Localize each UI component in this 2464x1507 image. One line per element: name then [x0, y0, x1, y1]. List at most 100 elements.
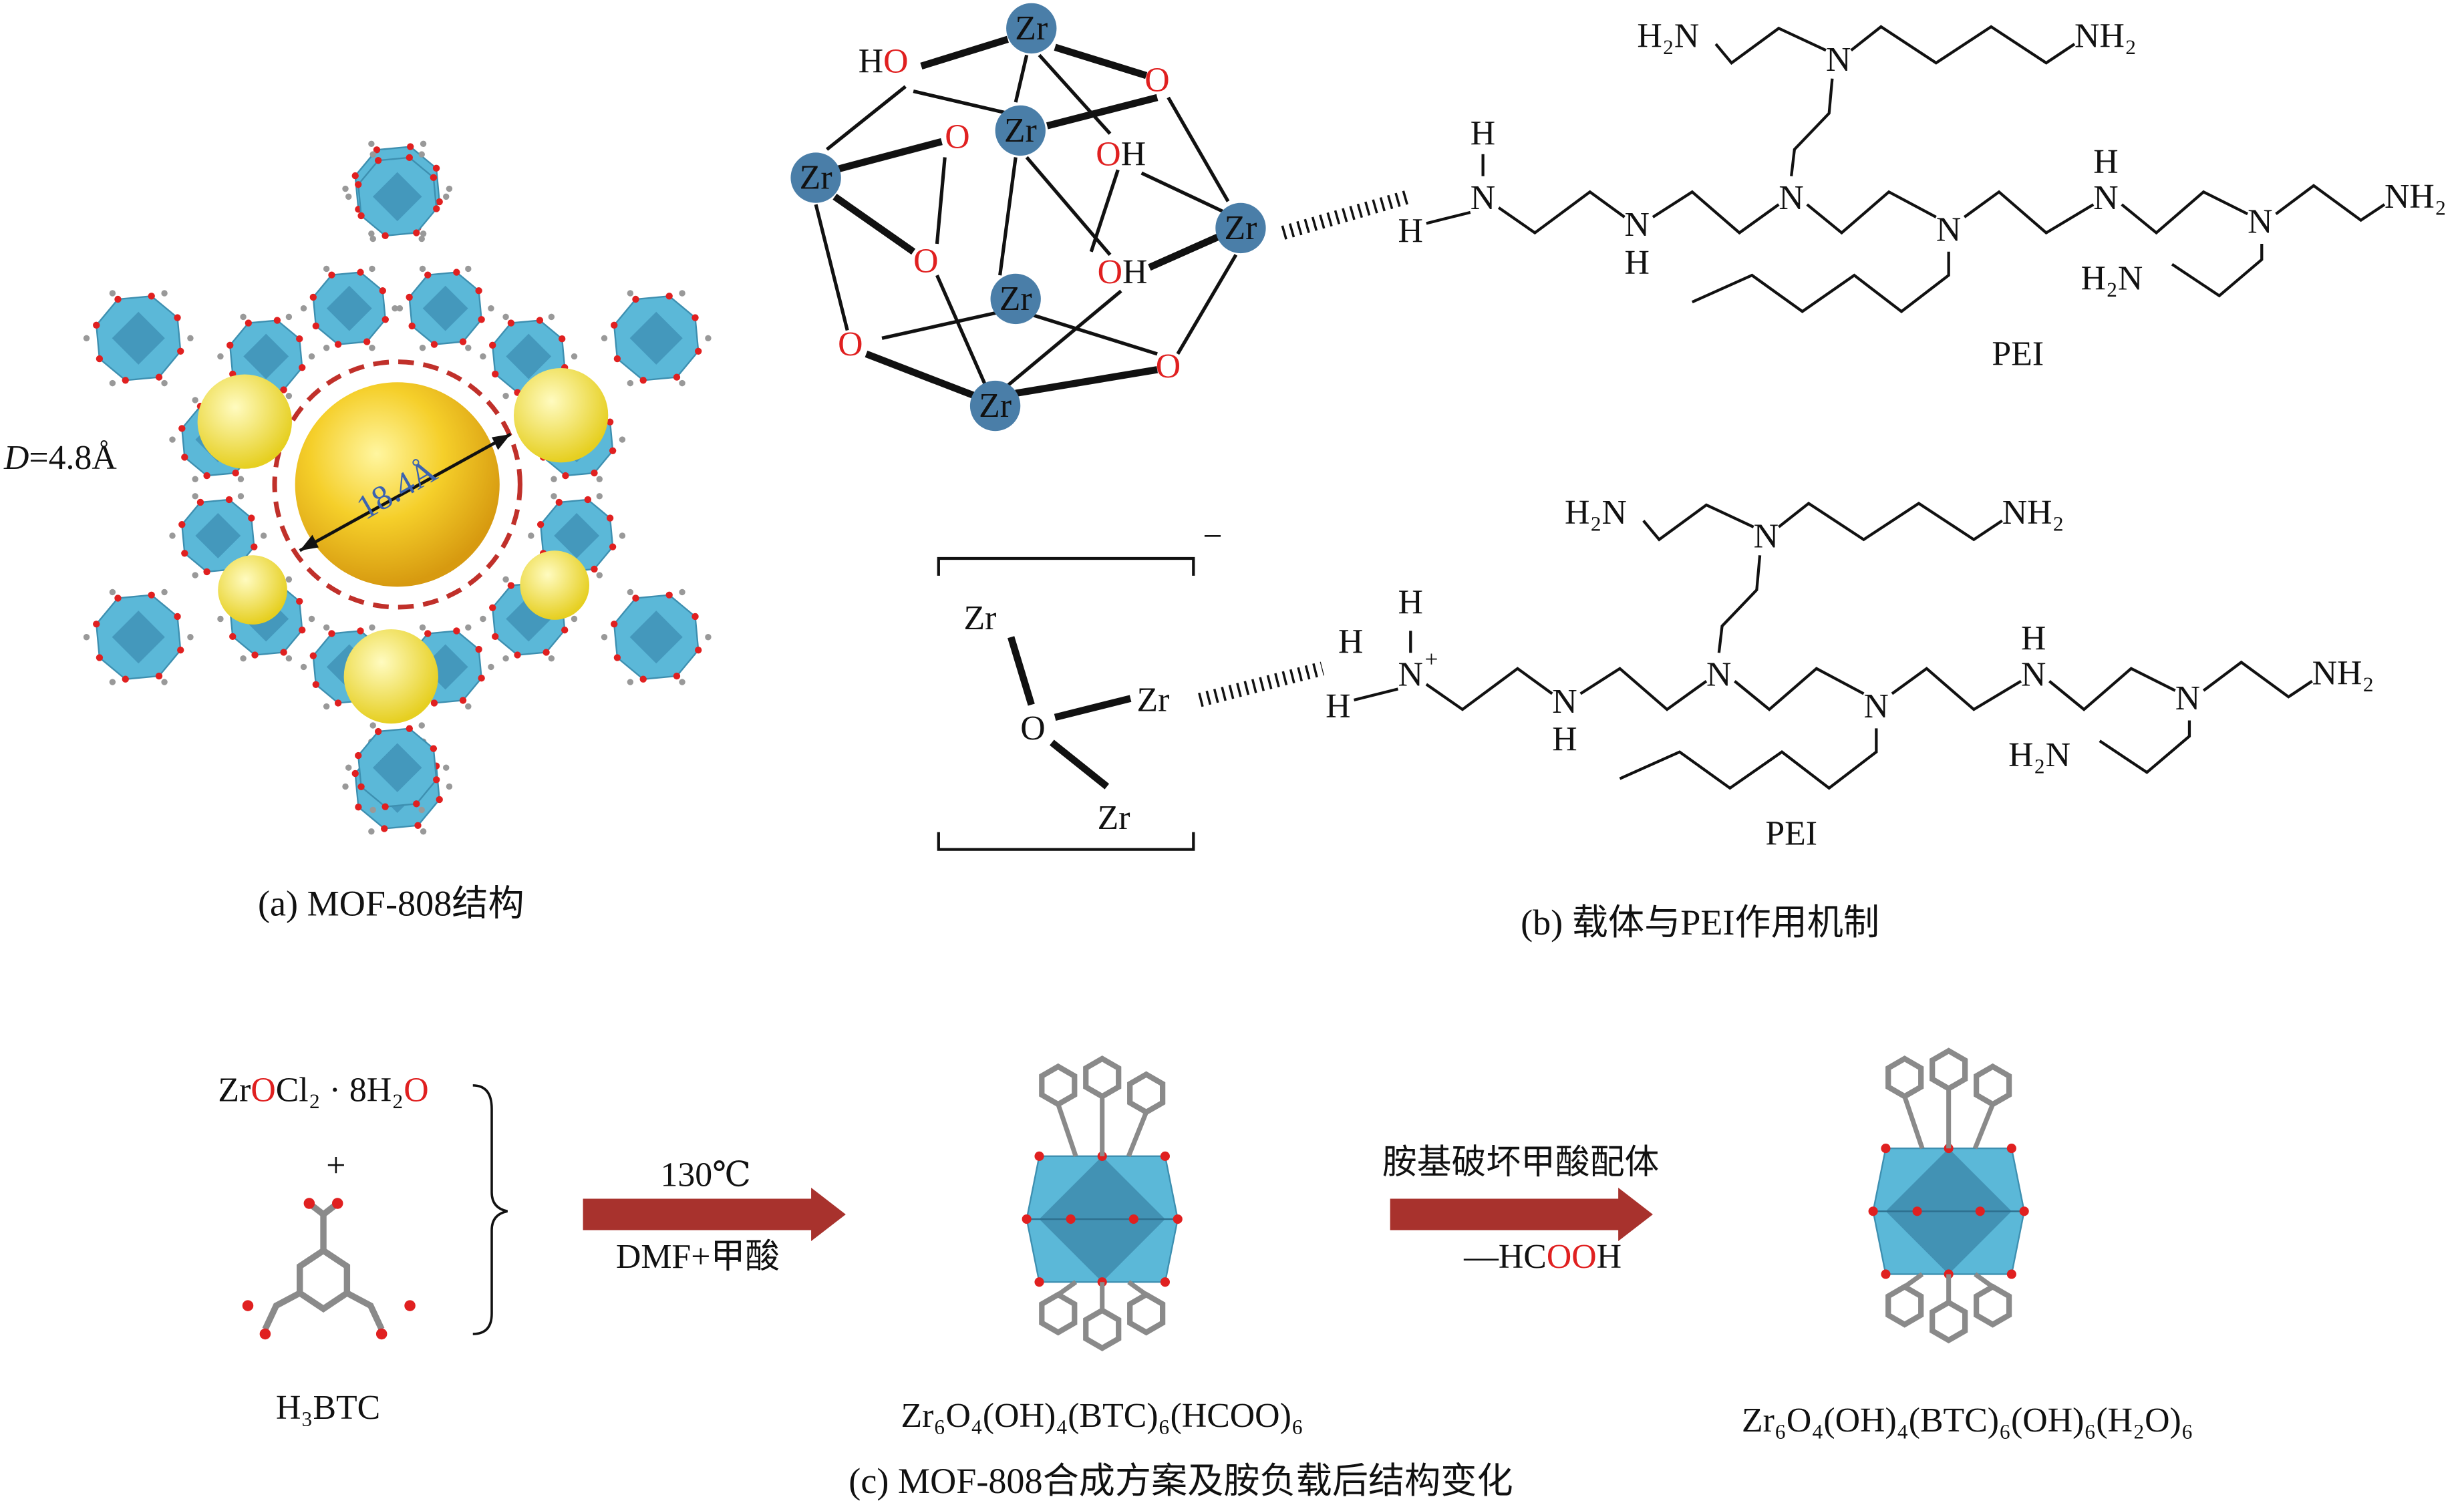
amine-n: N: [1625, 206, 1650, 244]
carbon-atom: [368, 140, 375, 147]
oxygen-atom: [351, 172, 359, 180]
carbon-atom: [396, 305, 404, 312]
carbon-atom: [323, 265, 330, 273]
amine-terminal: NH₂: [2002, 494, 2064, 532]
oxygen-atom: [181, 550, 188, 557]
oxygen-atom: [1066, 1214, 1076, 1224]
carbon-atom: [260, 532, 267, 539]
caption-b: (b) 载体与PEI作用机制: [1521, 902, 1879, 943]
oxygen-atom: [632, 595, 639, 602]
oxygen-label: O: [1020, 709, 1045, 747]
amine-terminal: NH₂: [2312, 654, 2374, 692]
carbon-atom: [480, 615, 486, 623]
carbon-atom: [596, 476, 603, 482]
carbon-atom: [109, 379, 116, 387]
charge-plus: +: [1424, 646, 1438, 672]
oxygen-atom: [296, 335, 303, 343]
carbon-atom: [369, 151, 376, 158]
zr-label: Zr: [1137, 681, 1170, 719]
svg-text:Zr: Zr: [999, 280, 1032, 318]
oxygen-atom: [155, 672, 163, 680]
carbon-atom: [502, 392, 509, 399]
zr-cluster-polyhedron: [217, 313, 315, 399]
oxygen-atom: [492, 633, 499, 641]
oxygen-atom: [475, 287, 482, 295]
carbon-atom: [601, 634, 608, 641]
oxygen-atom: [1034, 1151, 1044, 1161]
oxygen-atom: [181, 454, 188, 461]
benzene-ring: [1885, 1283, 1924, 1328]
product-formate-cluster: Zr₆O₄(OH)₄(BTC)₆(HCOO)₆: [901, 1397, 1303, 1435]
zr-cluster-polyhedron: [345, 151, 450, 242]
oxygen-atom: [665, 293, 673, 300]
carbon-atom: [596, 572, 603, 578]
oxygen-atom: [296, 597, 303, 605]
oxygen-atom: [1128, 1214, 1138, 1224]
carbon-atom: [285, 655, 293, 662]
zr-cluster-bonds: [814, 35, 1238, 400]
oxygen-atom: [299, 364, 306, 371]
carbon-atom: [679, 589, 685, 596]
amine-n: N: [1863, 687, 1888, 725]
carbon-atom: [368, 828, 375, 835]
oxygen-atom: [357, 783, 365, 790]
benzene-ring: [1039, 1291, 1078, 1336]
caption-a: (a) MOF-808结构: [258, 884, 524, 924]
oxygen-atom: [114, 295, 122, 303]
benzene-ring: [1974, 1283, 2012, 1328]
oxygen-atom: [584, 496, 592, 504]
oxygen-atom: [148, 293, 155, 300]
amine-h: H: [2093, 143, 2118, 181]
carbon-atom: [342, 185, 349, 192]
carbon-atom: [627, 379, 634, 387]
pore-outline: [272, 359, 522, 610]
oxygen-atom: [406, 293, 413, 301]
oxygen-atom: [196, 498, 204, 506]
carbon-atom: [627, 290, 634, 297]
oxygen-atom: [174, 314, 181, 321]
oxygen-atom: [232, 469, 239, 477]
carbon-atom: [192, 397, 198, 403]
oxygen-atom: [436, 198, 443, 206]
carbon-atom: [345, 193, 352, 200]
panel-a-mof-structure: 18.4Å D=4.8Å (a) MOF-808结构: [3, 140, 712, 924]
oxygen-atom: [351, 770, 359, 778]
plus-sign: +: [326, 1146, 345, 1184]
oxygen-atom: [691, 314, 699, 321]
oxygen-atom: [639, 377, 647, 384]
oxygen-atom: [2006, 1144, 2016, 1154]
carbon-atom: [169, 436, 176, 443]
oxygen-atom: [406, 154, 413, 162]
oxygen-atom: [430, 699, 438, 707]
oxygen-atom: [122, 377, 129, 384]
linker-bond: [1974, 1272, 1994, 1289]
amine-h: H: [1552, 720, 1577, 758]
oxygen-atom: [475, 645, 482, 653]
carbon-atom: [488, 305, 494, 312]
carbon-atom: [548, 655, 555, 662]
arrow1-condition-temp: 130℃: [660, 1156, 751, 1194]
zr-atom: Zr: [990, 273, 1041, 325]
oxygen-atom: [309, 652, 317, 659]
amine-n: N: [1552, 683, 1577, 721]
hydrogen-bond-hash: [1198, 661, 1325, 707]
carbon-atom: [161, 679, 168, 685]
oxygen-atom: [408, 322, 416, 330]
oxygen-atom: [2019, 1206, 2029, 1216]
oxygen-atom: [178, 521, 186, 528]
carbon-atom: [679, 379, 685, 387]
oxygen-atom: [632, 295, 639, 303]
oxygen-atom: [177, 647, 184, 654]
carbon-atom: [596, 493, 603, 500]
oxygen-atom: [1022, 1214, 1032, 1224]
carbon-atom: [627, 589, 634, 596]
oxygen-atom: [639, 675, 647, 683]
oxygen-atom: [379, 287, 386, 295]
oxygen-atom: [507, 582, 515, 589]
zr-label: Zr: [1098, 799, 1130, 837]
carbon-atom: [619, 532, 626, 539]
oxygen-atom: [312, 322, 319, 330]
carbon-atom: [187, 634, 194, 641]
oxygen-atom: [299, 627, 306, 634]
